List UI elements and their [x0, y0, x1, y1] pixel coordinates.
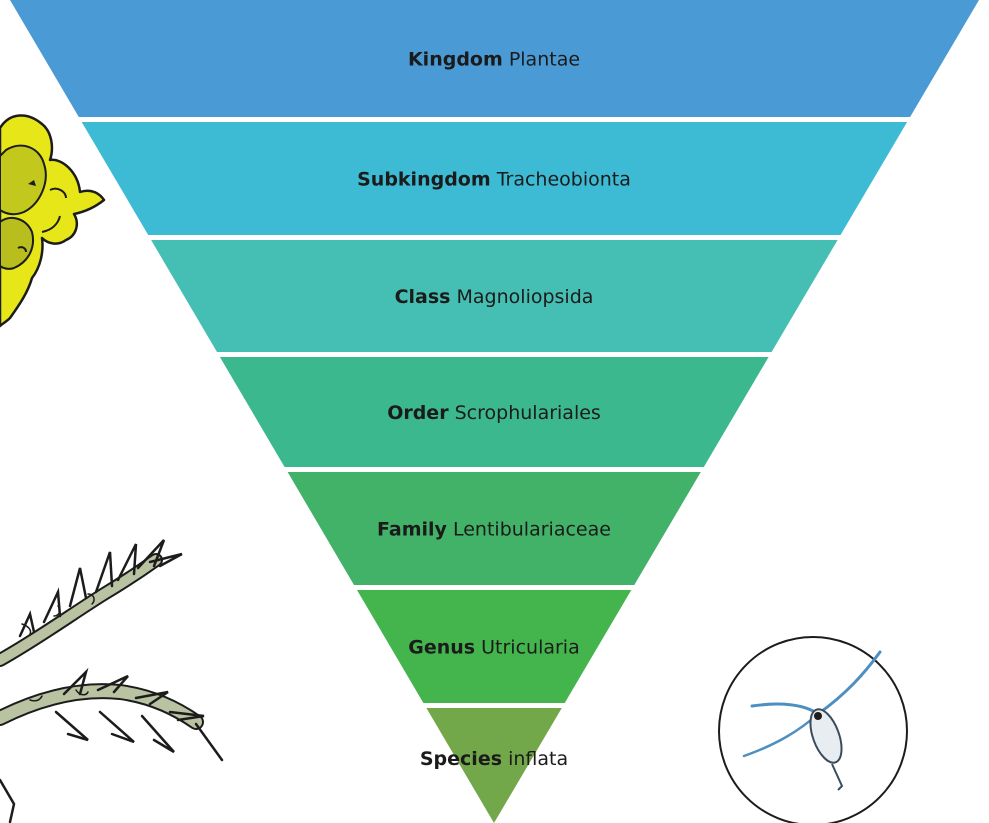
rank-name: Class [395, 286, 451, 308]
level-band-family [287, 472, 701, 585]
rank-name: Kingdom [408, 49, 503, 71]
level-band-subkingdom [81, 122, 908, 235]
rank-name: Family [377, 519, 448, 541]
level-band-genus [357, 590, 632, 703]
rank-name: Genus [408, 637, 475, 659]
level-label-class: Class Magnoliopsida [395, 286, 594, 308]
level-label-subkingdom: Subkingdom Tracheobionta [357, 169, 631, 191]
taxon-name: Lentibulariaceae [447, 519, 611, 541]
rank-name: Subkingdom [357, 169, 491, 191]
taxon-name: Magnoliopsida [450, 286, 593, 308]
taxon-name: Tracheobionta [491, 169, 631, 191]
copepod-illustration [718, 636, 908, 823]
level-band-species [426, 708, 562, 823]
level-band-class [151, 240, 838, 352]
taxon-name: inflata [502, 748, 568, 770]
taxon-name: Utricularia [475, 637, 580, 659]
level-label-kingdom: Kingdom Plantae [408, 49, 580, 71]
flower-illustration [0, 114, 106, 328]
level-label-family: Family Lentibulariaceae [377, 519, 611, 541]
level-label-genus: Genus Utricularia [408, 637, 579, 659]
taxon-name: Scrophulariales [449, 402, 601, 424]
level-band-kingdom [10, 0, 979, 117]
stem-illustration [0, 539, 224, 823]
level-band-order [219, 357, 769, 467]
level-label-order: Order Scrophulariales [387, 402, 601, 424]
level-label-species: Species inflata [420, 748, 568, 770]
rank-name: Order [387, 402, 449, 424]
taxon-name: Plantae [503, 49, 580, 71]
rank-name: Species [420, 748, 502, 770]
